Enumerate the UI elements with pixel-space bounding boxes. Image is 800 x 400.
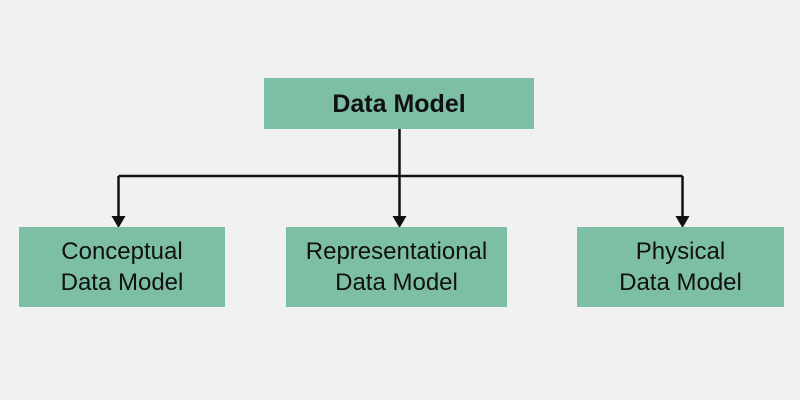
node-conceptual-data-model-label: Conceptual Data Model xyxy=(60,238,184,296)
node-physical-data-model-label: Physical Data Model xyxy=(619,238,742,296)
node-representational-data-model-label: Representational Data Model xyxy=(305,238,488,296)
node-physical-data-model: Physical Data Model xyxy=(577,227,784,307)
node-representational-data-model: Representational Data Model xyxy=(286,227,507,307)
node-conceptual-data-model: Conceptual Data Model xyxy=(19,227,225,307)
node-data-model: Data Model xyxy=(264,78,534,129)
node-data-model-label: Data Model xyxy=(332,89,466,118)
